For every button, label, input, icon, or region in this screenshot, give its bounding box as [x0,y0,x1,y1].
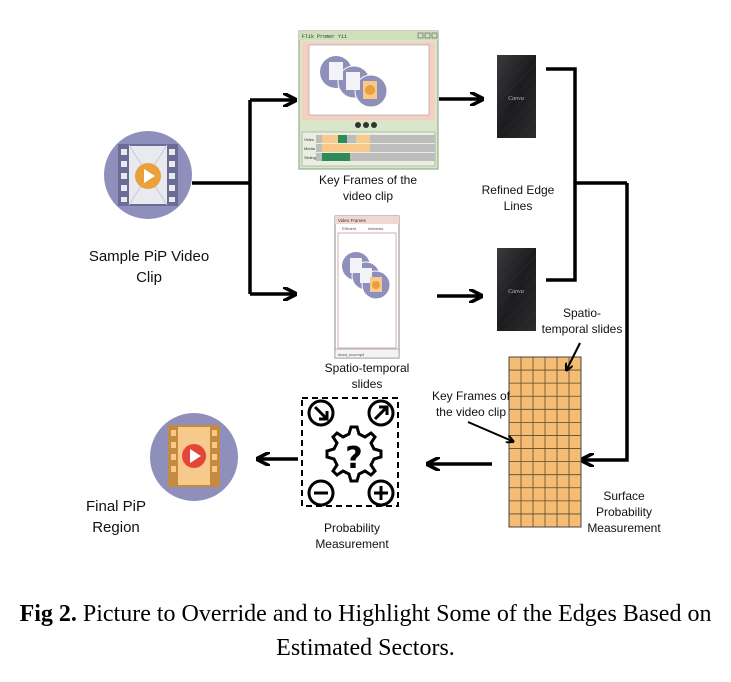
spatio-temporal-window: Video Frames Efficient Interests moot_no… [334,215,400,359]
edge-panel-text: Canva [508,96,524,102]
track-label: Video [304,137,315,142]
probability-measurement-label: Probability Measurement [315,521,389,551]
final-region-icon [150,413,238,501]
window-tab: Efficient [342,226,357,231]
track-label: Sliding [304,155,316,160]
window-tab: Interests [368,226,383,231]
edge-arrows [437,99,480,296]
edge-panel-text: Canva [508,289,524,295]
spatio-temporal-label: Spatio-temporal slides [324,361,410,391]
figure-caption: Fig 2. Picture to Override and to Highli… [0,597,731,665]
window-top-title: Flik Promer Yii [302,34,347,40]
key-frames-grid-label: Key Frames of the video clip [431,389,511,419]
video-stack-icon [342,252,391,300]
sample-clip-label: Sample PiP Video Clip [88,248,210,286]
svg-text:?: ? [345,441,362,476]
track-label: Media [304,146,316,151]
key-frames-window: Flik Promer Yii Video Media Sliding [298,30,439,170]
final-region-label: Final PiP Region [85,498,147,536]
key-frames-label: Key Frames of the video clip [318,173,418,203]
spatio-temporal-grid-label: Spatio-temporal slides [541,306,623,336]
merge-connector [546,67,629,460]
refined-edge-panel-top: Canva [497,55,536,138]
refined-edge-label: Refined Edge Lines [481,183,555,213]
probability-grid [508,356,582,528]
grid-annotation-arrows [467,342,581,441]
surface-probability-label: Surface Probability Measurement [587,489,661,535]
window-status: moot_nov.mp4 [338,352,365,357]
window-mid-title: Video Frames [338,218,367,223]
probability-icon: ? [301,397,399,507]
caption-text: Picture to Override and to Highlight Som… [76,601,712,661]
refined-edge-panel-bottom: Canva [497,248,536,331]
branch-arrows [192,100,293,294]
video-stack-icon [320,56,388,108]
sample-clip-icon [104,131,192,219]
caption-prefix: Fig 2. [19,601,77,627]
